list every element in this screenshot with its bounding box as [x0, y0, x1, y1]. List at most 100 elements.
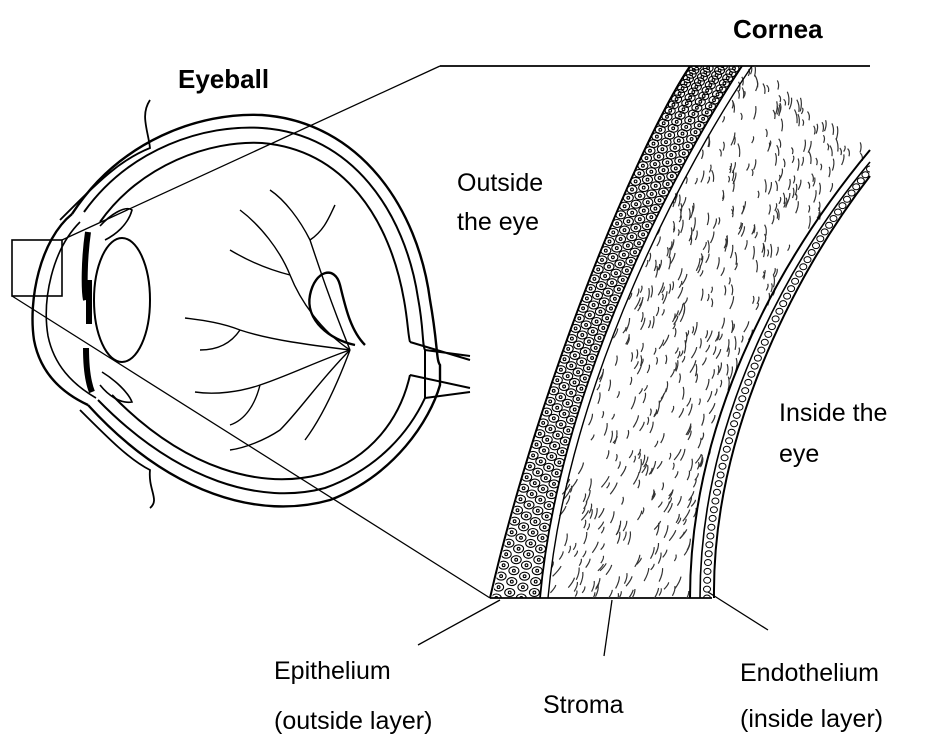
stroma-fiber	[687, 471, 689, 481]
epithelium-cell	[627, 209, 637, 217]
stroma-fiber	[747, 164, 749, 171]
cell-nucleus	[577, 398, 580, 401]
stroma-fiber	[691, 500, 695, 507]
stroma-fiber	[722, 116, 724, 122]
endothelium-cell	[839, 203, 846, 209]
cell-nucleus	[539, 460, 542, 463]
stroma-fiber	[646, 260, 648, 267]
stroma-fiber	[709, 165, 711, 173]
cell-nucleus	[707, 67, 710, 70]
cell-nucleus	[602, 327, 605, 330]
stroma-fiber	[779, 139, 781, 148]
stroma-fiber	[742, 336, 743, 343]
stroma-fiber	[678, 230, 679, 236]
stroma-fiber	[809, 152, 811, 164]
cell-nucleus	[626, 269, 629, 272]
cell-nucleus	[522, 525, 525, 528]
stroma-fiber	[713, 219, 716, 229]
cell-nucleus	[563, 358, 566, 361]
endothelium-cell	[751, 363, 758, 369]
stroma-fiber	[711, 232, 714, 244]
epithelium-cell	[526, 539, 536, 547]
stroma-fiber	[642, 508, 644, 515]
stroma-fiber	[709, 403, 715, 414]
stroma-fiber	[647, 365, 649, 373]
stroma-fiber	[766, 129, 767, 137]
endothelium-cell	[739, 396, 746, 402]
stroma-fiber	[798, 114, 799, 126]
epithelium-cell	[550, 442, 560, 450]
cell-nucleus	[543, 526, 546, 529]
cell-nucleus	[603, 301, 606, 304]
stroma-fiber	[654, 521, 660, 530]
cell-nucleus	[549, 400, 552, 403]
epithelium-cell	[545, 425, 555, 433]
endothelium-cell	[844, 196, 851, 202]
stroma-fiber	[773, 268, 775, 275]
stroma-fiber	[644, 385, 647, 391]
cornea-label: Cornea	[733, 14, 823, 45]
cell-nucleus	[508, 542, 511, 545]
cell-nucleus	[599, 310, 602, 313]
epithelium-cell	[599, 298, 609, 306]
stroma-fiber	[702, 414, 704, 426]
epithelium-cell	[593, 291, 603, 299]
stroma-fiber	[784, 99, 786, 105]
stroma-fiber	[695, 231, 697, 241]
stroma-pointer	[604, 600, 612, 656]
stroma-fiber	[635, 555, 640, 567]
cell-nucleus	[566, 375, 569, 378]
stroma-fiber	[634, 361, 638, 369]
stroma-fiber	[706, 345, 710, 352]
epithelium-cell	[627, 233, 637, 241]
epithelium-cell	[535, 496, 545, 504]
stroma-fiber	[566, 495, 570, 504]
endothelium-cell	[758, 347, 765, 353]
cell-nucleus	[588, 340, 591, 343]
endothelium-cell	[723, 446, 730, 452]
stroma-fiber	[673, 463, 674, 470]
stroma-fiber	[767, 85, 769, 92]
cell-nucleus	[627, 196, 630, 199]
cell-nucleus	[516, 509, 519, 512]
stroma-fiber	[720, 380, 721, 387]
stroma-fiber	[836, 138, 838, 151]
stroma-fiber	[738, 348, 739, 355]
stroma-fiber	[771, 283, 772, 292]
stroma-fiber	[787, 92, 789, 105]
cell-nucleus	[497, 586, 500, 589]
endothelium-pointer	[708, 592, 768, 630]
stroma-fiber	[789, 98, 791, 110]
epithelium-cell	[553, 431, 563, 439]
stroma-fiber	[716, 349, 721, 359]
cell-nucleus	[692, 113, 695, 116]
stroma-fiber	[648, 288, 650, 301]
epithelium-cell	[505, 589, 515, 597]
epithelium-cell	[533, 507, 543, 515]
cell-nucleus	[550, 455, 553, 458]
cell-nucleus	[665, 141, 668, 144]
stroma-fiber	[623, 327, 626, 333]
cell-nucleus	[675, 120, 678, 123]
cell-nucleus	[601, 259, 604, 262]
stroma-fiber	[756, 260, 757, 272]
cell-nucleus	[508, 591, 511, 594]
endothelium-cell	[708, 524, 715, 530]
stroma-fiber	[631, 352, 632, 361]
cell-nucleus	[523, 575, 526, 578]
cell-nucleus	[631, 188, 634, 191]
stroma-fiber	[607, 483, 610, 489]
cell-nucleus	[596, 294, 599, 297]
cell-nucleus	[534, 580, 537, 583]
cell-nucleus	[542, 488, 545, 491]
endothelium-cell	[857, 178, 864, 184]
cell-nucleus	[505, 553, 508, 556]
cell-nucleus	[662, 122, 665, 125]
cell-nucleus	[527, 553, 530, 556]
cell-nucleus	[656, 135, 659, 138]
cell-nucleus	[675, 98, 678, 101]
stroma-fiber	[576, 568, 579, 580]
endothelium-cell	[706, 542, 713, 548]
stroma-fiber	[610, 431, 612, 443]
